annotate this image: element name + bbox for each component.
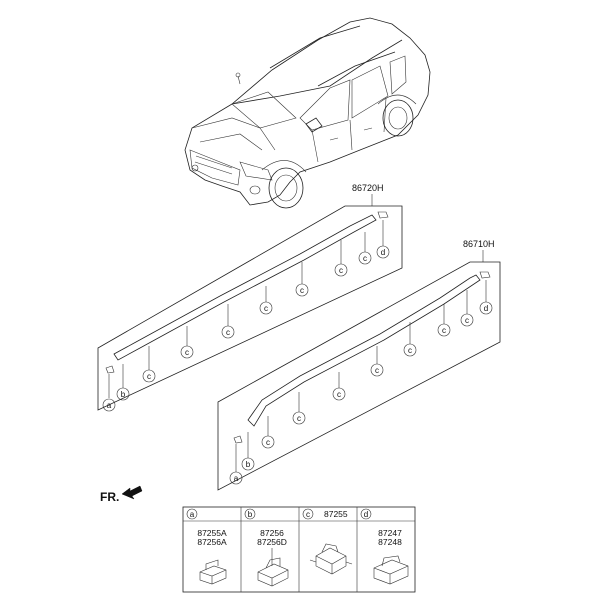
svg-text:c: c [300,286,304,295]
legend-d-code-2: 87248 [378,537,402,547]
svg-text:c: c [442,326,446,335]
svg-text:c: c [185,348,189,357]
legend-a-code-2: 87256A [197,537,227,547]
legend-header-a: a [186,508,198,520]
frame-upper [97,205,403,411]
callout-c-upper-6: c [334,263,348,277]
svg-text:a: a [107,401,112,410]
svg-text:c: c [375,366,379,375]
frame-lower [217,261,501,491]
legend-b-code-2: 87256D [257,537,287,547]
callout-c-upper-2: c [180,345,194,359]
molding-upper-group: 86720H a b c c c c c c c d [97,183,403,412]
legend-header-d: d [360,508,372,520]
callout-c-lower-1: c [261,435,275,449]
front-direction-indicator: FR. [100,485,143,504]
svg-text:c: c [306,510,310,519]
molding-strip-lower [247,274,481,427]
molding-lower-group: 86710H a b c c c c c c c d [217,239,501,491]
clip-c-icon [309,543,353,575]
callout-c-lower-6: c [437,323,451,337]
clip-d-icon [373,555,409,585]
svg-text:c: c [337,390,341,399]
svg-text:d: d [364,510,368,519]
callout-a-upper: a [102,398,116,412]
callout-c-lower-4: c [370,363,384,377]
callout-c-lower-5: c [403,343,417,357]
svg-text:b: b [248,510,253,519]
svg-text:c: c [408,346,412,355]
legend-d-code-1: 87247 [378,528,402,538]
callout-c-upper-7: c [358,251,372,265]
svg-text:c: c [339,266,343,275]
front-arrow-icon [121,485,143,500]
clip-a-icon [199,559,227,585]
molding-strip-upper [113,214,377,361]
callout-c-lower-7: c [460,313,474,327]
legend-b-code-1: 87256 [260,528,284,538]
svg-text:c: c [226,328,230,337]
vehicle-illustration [184,17,431,209]
callout-c-lower-3: c [332,387,346,401]
part-number-upper: 86720H [352,183,384,193]
legend-header-b: b [244,508,256,520]
svg-text:b: b [246,460,251,469]
svg-text:d: d [484,304,488,313]
legend-header-c: c [302,508,314,520]
svg-text:c: c [147,372,151,381]
callout-b-upper: b [116,387,130,401]
callout-b-lower: b [241,457,255,471]
callout-d-lower: d [479,301,493,315]
front-label: FR. [100,490,119,504]
callout-c-upper-5: c [295,283,309,297]
svg-text:a: a [190,510,195,519]
svg-text:c: c [465,316,469,325]
legend-a-code-1: 87255A [197,528,227,538]
legend-c-code-1: 87255 [324,509,348,519]
parts-legend-table: a b c 87255 d 87255A 87256A 87256 87256D… [182,506,416,593]
part-number-lower: 86710H [463,239,495,249]
svg-text:a: a [234,474,239,483]
svg-text:c: c [297,414,301,423]
svg-text:c: c [363,254,367,263]
svg-text:b: b [121,390,126,399]
svg-text:c: c [266,438,270,447]
callout-d-upper: d [376,245,390,259]
callout-c-lower-2: c [292,411,306,425]
svg-text:c: c [264,304,268,313]
svg-text:d: d [381,248,385,257]
callout-c-upper-3: c [221,325,235,339]
callout-a-lower: a [229,471,243,485]
callout-c-upper-1: c [142,369,156,383]
clip-b-icon [257,548,289,587]
callout-c-upper-4: c [259,301,273,315]
